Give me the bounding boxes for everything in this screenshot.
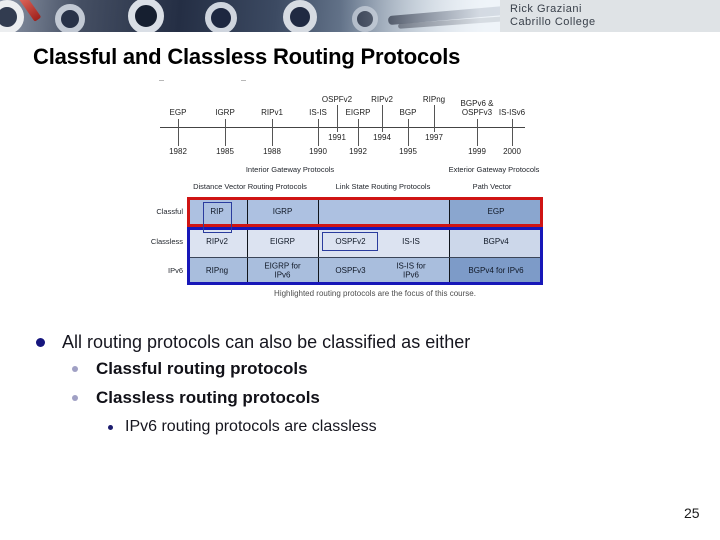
timeline-tick bbox=[337, 105, 338, 132]
column-divider bbox=[247, 197, 248, 285]
photo-fade bbox=[0, 0, 500, 32]
table-row-background bbox=[449, 257, 543, 285]
timeline-tick bbox=[408, 119, 409, 146]
author-school: Cabrillo College bbox=[510, 16, 596, 28]
table-row-label: Classful bbox=[156, 207, 183, 216]
table-cell-protocol: BGPv4 for IPv6 bbox=[468, 265, 524, 275]
author-credit: Rick Graziani Cabrillo College bbox=[500, 0, 720, 32]
highlight-box-ospfv2 bbox=[322, 232, 378, 251]
bullet-text: All routing protocols can also be classi… bbox=[62, 331, 471, 352]
table-cell-protocol: EIGRP bbox=[270, 236, 295, 246]
timeline-year-label: 1985 bbox=[216, 147, 234, 156]
bullet-text: IPv6 routing protocols are classless bbox=[125, 418, 377, 435]
header-exterior-gateway: Exterior Gateway Protocols bbox=[448, 165, 540, 174]
timeline-year-label: 1990 bbox=[309, 147, 327, 156]
timeline-protocol-label: IS-ISv6 bbox=[498, 108, 526, 117]
timeline-protocol-label: RIPv2 bbox=[371, 95, 393, 104]
bullet-text: Classless routing protocols bbox=[96, 388, 320, 407]
table-cell-protocol: RIP bbox=[210, 206, 224, 216]
timeline-tick bbox=[178, 119, 179, 146]
timeline-tick bbox=[382, 105, 383, 132]
table-row-background bbox=[449, 227, 543, 257]
timeline-year-label: 1992 bbox=[349, 147, 367, 156]
table-cell-protocol: IS-IS for IPv6 bbox=[396, 261, 426, 279]
author-name: Rick Graziani bbox=[510, 3, 582, 15]
timeline-protocol-label: OSPFv2 bbox=[321, 95, 353, 104]
timeline-protocol-label: IS-IS bbox=[309, 108, 327, 117]
table-caption: Highlighted routing protocols are the fo… bbox=[274, 289, 476, 298]
timeline-tick bbox=[512, 119, 513, 146]
highlight-box-rip bbox=[203, 202, 232, 233]
column-divider bbox=[318, 197, 319, 285]
bullet-dot bbox=[108, 424, 113, 430]
timeline-year-label: 1988 bbox=[263, 147, 281, 156]
crop-artifact bbox=[159, 80, 164, 81]
table-row-background bbox=[449, 197, 543, 227]
page-title: Classful and Classless Routing Protocols bbox=[33, 44, 461, 69]
bullet-dot bbox=[72, 366, 78, 372]
timeline-year-label: 1994 bbox=[373, 133, 391, 142]
bullet-text: Classful routing protocols bbox=[96, 359, 308, 378]
crop-artifact bbox=[241, 80, 246, 81]
banner-photo bbox=[0, 0, 500, 32]
timeline-protocol-label: EIGRP bbox=[345, 108, 371, 117]
table-cell-protocol: RIPng bbox=[205, 265, 229, 275]
timeline-protocol-label: RIPng bbox=[422, 95, 446, 104]
table-cell-protocol: IS-IS bbox=[402, 236, 420, 246]
row-divider bbox=[187, 256, 543, 258]
header-path-vector: Path Vector bbox=[472, 182, 512, 191]
table-cell-protocol: IGRP bbox=[272, 206, 293, 216]
table-row-label: IPv6 bbox=[167, 266, 183, 275]
timeline-year-label: 1982 bbox=[169, 147, 187, 156]
timeline-axis bbox=[160, 127, 525, 128]
header-distance-vector: Distance Vector Routing Protocols bbox=[193, 182, 307, 191]
classless-blue-outline bbox=[187, 227, 543, 285]
bullet-dot bbox=[72, 395, 78, 401]
table-cell-protocol: EGP bbox=[487, 206, 505, 216]
header-banner: Rick Graziani Cabrillo College bbox=[0, 0, 720, 32]
table-cell-protocol: BGPv4 bbox=[483, 236, 509, 246]
bullet-item: All routing protocols can also be classi… bbox=[36, 331, 470, 353]
table-cell-protocol: EIGRP for IPv6 bbox=[264, 261, 301, 279]
table-row-label: Classless bbox=[150, 237, 183, 246]
column-divider bbox=[449, 197, 450, 285]
timeline-year-label: 1991 bbox=[328, 133, 346, 142]
timeline-protocol-label: BGPv6 & OSPFv3 bbox=[460, 99, 494, 117]
classful-red-outline bbox=[187, 197, 543, 227]
header-interior-gateway: Interior Gateway Protocols bbox=[245, 165, 335, 174]
timeline-protocol-label: IGRP bbox=[215, 108, 235, 117]
timeline-protocol-label: RIPv1 bbox=[261, 108, 283, 117]
timeline-year-label: 1999 bbox=[468, 147, 486, 156]
bullet-item: Classful routing protocols bbox=[72, 358, 308, 380]
bullet-item: Classless routing protocols bbox=[72, 387, 320, 409]
timeline-tick bbox=[272, 119, 273, 146]
table-cell-protocol: OSPFv3 bbox=[335, 265, 366, 275]
bullet-dot bbox=[36, 337, 45, 347]
page-number: 25 bbox=[684, 505, 700, 521]
timeline-protocol-label: BGP bbox=[399, 108, 417, 117]
timeline-tick bbox=[434, 105, 435, 132]
timeline-protocol-label: EGP bbox=[169, 108, 187, 117]
timeline-year-label: 2000 bbox=[503, 147, 521, 156]
timeline-tick bbox=[477, 119, 478, 146]
timeline-year-label: 1995 bbox=[399, 147, 417, 156]
header-link-state: Link State Routing Protocols bbox=[335, 182, 431, 191]
table-cell-protocol: OSPFv2 bbox=[335, 236, 366, 246]
bullet-item: IPv6 routing protocols are classless bbox=[108, 416, 377, 438]
table-cell-protocol: RIPv2 bbox=[206, 236, 228, 246]
timeline-tick bbox=[225, 119, 226, 146]
timeline-tick bbox=[358, 119, 359, 146]
timeline-year-label: 1997 bbox=[425, 133, 443, 142]
timeline-tick bbox=[318, 119, 319, 146]
